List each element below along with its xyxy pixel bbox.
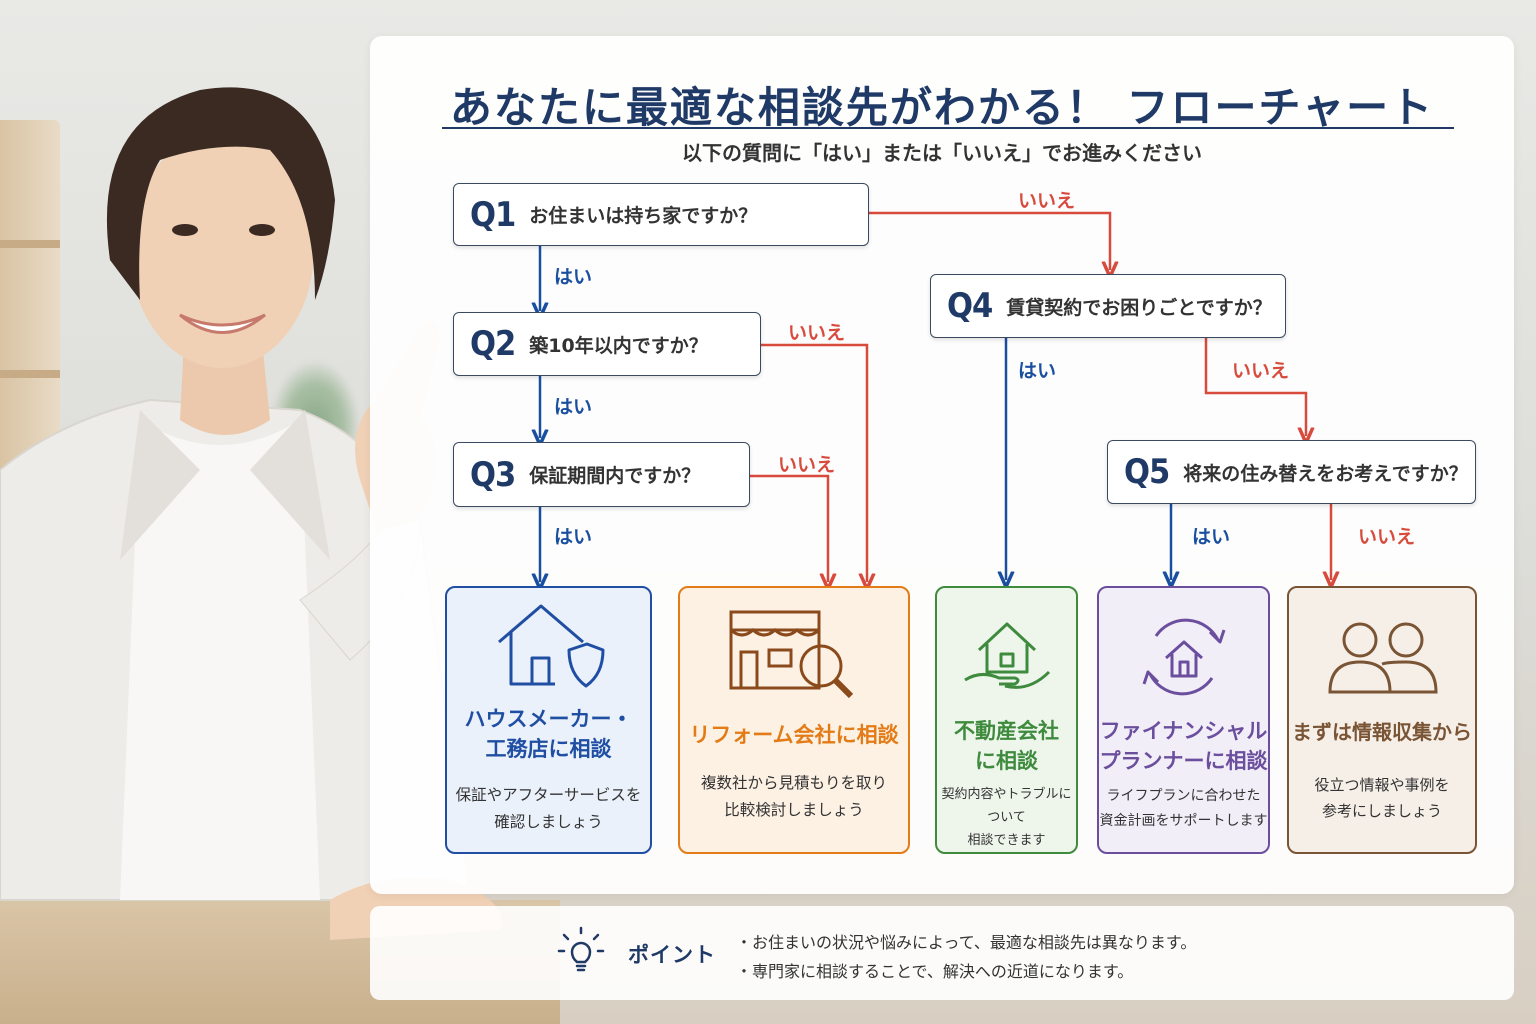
question-number: Q4 bbox=[947, 286, 993, 326]
result-desc: 契約内容やトラブルについて 相談できます bbox=[941, 787, 1072, 848]
subtitle: 以下の質問に「はい」または「いいえ」でお進みください bbox=[682, 141, 1202, 165]
question-number: Q2 bbox=[470, 324, 516, 364]
label-q4-yes: はい bbox=[1018, 360, 1057, 382]
result-desc: 役立つ情報や事例を 参考にしましょう bbox=[1314, 776, 1450, 821]
question-text: 将来の住み替えをお考えですか？ bbox=[1183, 462, 1468, 485]
point-bar: ポイント ・お住まいの状況や悩みによって、最適な相談先は異なります。 ・専門家に… bbox=[370, 906, 1514, 1000]
label-q1-yes: はい bbox=[554, 266, 593, 288]
title-underline bbox=[442, 127, 1454, 129]
result-card-real-estate[interactable]: 不動産会社 に相談 契約内容やトラブルについて 相談できます bbox=[935, 586, 1078, 854]
people-icon bbox=[1289, 616, 1475, 696]
question-number: Q3 bbox=[470, 454, 516, 495]
label-q1-no: いいえ bbox=[1018, 190, 1076, 212]
label-q4-no: いいえ bbox=[1232, 360, 1290, 382]
question-q2[interactable]: Q2 築10年以内ですか？ bbox=[453, 312, 761, 376]
edge-q3-no bbox=[750, 474, 828, 582]
result-card-info-gathering[interactable]: まずは情報収集から 役立つ情報や事例を 参考にしましょう bbox=[1287, 586, 1477, 854]
bookshelf bbox=[0, 120, 60, 500]
label-q2-no: いいえ bbox=[788, 322, 846, 344]
question-text: 築10年以内ですか？ bbox=[529, 334, 708, 357]
result-card-house-maker[interactable]: ハウスメーカー・ 工務店に相談 保証やアフターサービスを 確認しましょう bbox=[445, 586, 652, 854]
result-title: ハウスメーカー・ 工務店に相談 bbox=[464, 707, 633, 762]
result-card-reform[interactable]: リフォーム会社に相談 複数社から見積もりを取り 比較検討しましょう bbox=[678, 586, 910, 854]
question-q1[interactable]: Q1 お住まいは持ち家ですか？ bbox=[453, 183, 869, 246]
edge-q4-no bbox=[1204, 338, 1306, 436]
edge-q2-no bbox=[761, 343, 867, 582]
result-card-financial-planner[interactable]: ファイナンシャル プランナーに相談 ライフプランに合わせた 資金計画をサポートし… bbox=[1097, 586, 1270, 854]
question-q5[interactable]: Q5 将来の住み替えをお考えですか？ bbox=[1107, 440, 1476, 504]
flow-connectors bbox=[370, 211, 1514, 894]
question-text: 賃貸契約でお困りごとですか？ bbox=[1006, 296, 1272, 319]
result-title: リフォーム会社に相談 bbox=[689, 723, 899, 747]
house-in-hand-icon bbox=[937, 610, 1076, 702]
edge-q1-no bbox=[869, 211, 1110, 270]
flowchart-panel: あなたに最適な相談先がわかる！ フローチャート 以下の質問に「はい」または「いい… bbox=[370, 36, 1514, 894]
label-q2-yes: はい bbox=[554, 396, 593, 418]
question-q4[interactable]: Q4 賃貸契約でお困りごとですか？ bbox=[930, 274, 1286, 338]
result-desc: 複数社から見積もりを取り 比較検討しましょう bbox=[700, 774, 887, 820]
label-q5-no: いいえ bbox=[1358, 526, 1416, 548]
presenter-figure bbox=[0, 87, 502, 940]
label-q5-yes: はい bbox=[1192, 526, 1231, 548]
question-q3[interactable]: Q3 保証期間内ですか？ bbox=[453, 442, 750, 507]
lightbulb-icon bbox=[556, 926, 606, 980]
point-label: ポイント bbox=[628, 943, 716, 967]
house-shield-icon bbox=[447, 600, 650, 690]
question-number: Q5 bbox=[1124, 452, 1170, 492]
question-number: Q1 bbox=[470, 194, 516, 235]
label-q3-yes: はい bbox=[554, 526, 593, 548]
storefront-magnifier-icon bbox=[680, 604, 908, 700]
question-text: 保証期間内ですか？ bbox=[529, 465, 701, 487]
point-line: ・お住まいの状況や悩みによって、最適な相談先は異なります。 bbox=[736, 933, 1197, 952]
result-desc: 保証やアフターサービスを 確認しましょう bbox=[455, 786, 642, 832]
background-photo bbox=[0, 0, 560, 1024]
result-desc: ライフプランに合わせた 資金計画をサポートします bbox=[1099, 788, 1268, 829]
page-title: あなたに最適な相談先がわかる！ フローチャート bbox=[449, 83, 1435, 132]
question-text: お住まいは持ち家ですか？ bbox=[529, 205, 758, 227]
result-title: ファイナンシャル プランナーに相談 bbox=[1099, 719, 1268, 774]
point-line: ・専門家に相談することで、解決への近道になります。 bbox=[736, 962, 1134, 981]
house-cycle-icon bbox=[1099, 610, 1268, 704]
label-q3-no: いいえ bbox=[778, 454, 836, 476]
result-title: まずは情報収集から bbox=[1292, 720, 1472, 744]
result-title: 不動産会社 に相談 bbox=[954, 719, 1059, 774]
